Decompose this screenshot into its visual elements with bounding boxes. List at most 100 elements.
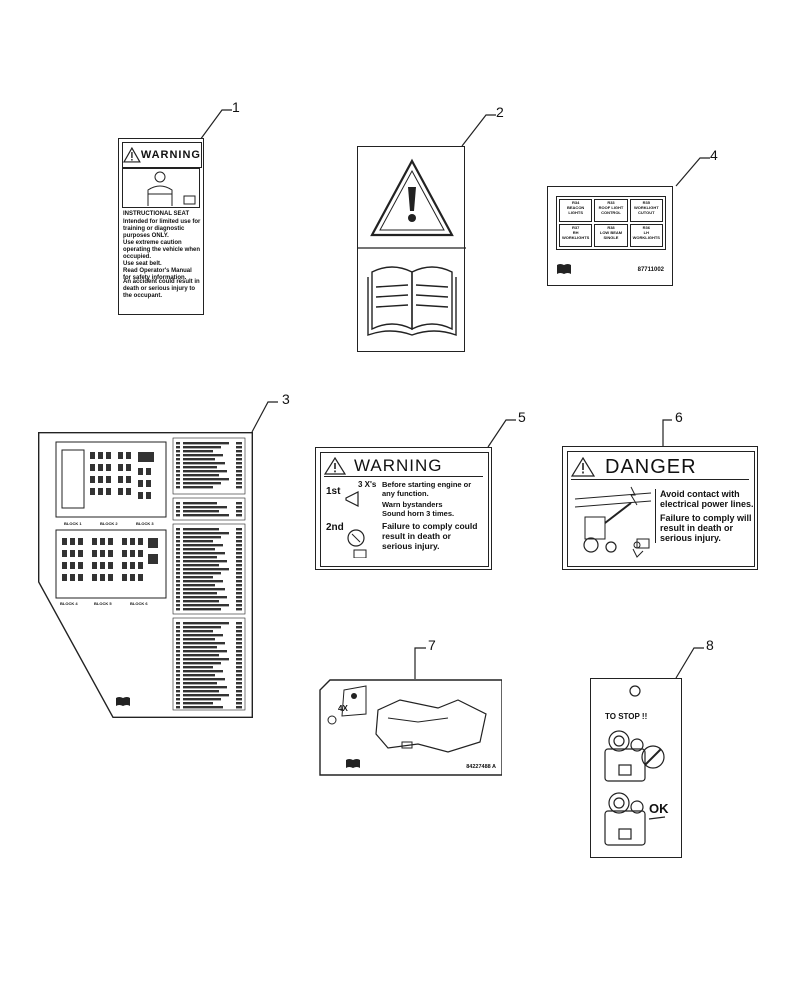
manual-book-icon [557,264,571,274]
horn-times-label: 3 X's [358,480,377,489]
fuse-table-row-mark [183,474,219,477]
danger-header: DANGER [571,455,749,480]
fuse-table-row-mark [183,686,227,689]
relay-id: R36 [642,225,650,230]
fuse-table-row-mark [183,514,229,517]
decal-5-line: Sound horn 3 times. [382,509,455,518]
fuse-table-row-mark [236,510,242,513]
relay-id: R35 [642,200,650,205]
callout-number-6: 6 [675,409,683,425]
fuse-table-row-mark [236,674,242,677]
fuse-table-row-mark [183,702,213,705]
leader-5 [487,419,516,448]
fuse-table-row-mark [236,650,242,653]
decal-1-instructional-seat: WARNING INSTRUCTIONAL SEAT Intended for … [118,138,204,315]
fuse-table-row-mark [176,442,180,445]
fuse-table-row-mark [183,638,215,641]
fuse-table-row-mark [183,560,227,563]
callout-number-3: 3 [282,391,290,407]
fuse-table-row-mark [236,442,242,445]
relay-id: R34 [571,200,580,205]
fuse-table-row-mark [236,580,242,583]
decal-6-header: DANGER [605,455,697,478]
fuse-table-row-mark [176,638,180,641]
fuse-table-row-mark [176,462,180,465]
relay-label: WORKLIGHT CUTOUT [633,205,659,215]
decal-1-bullet: Use seat belt. [123,261,162,267]
power-line-contact-graphic [574,486,652,558]
decal-5-footer: Failure to comply could result in death … [382,521,478,551]
decal-1-bullets: Intended for limited use for training or… [123,219,201,282]
fuse-table-row-mark [236,694,242,697]
fuse-table-row-mark [176,470,180,473]
fuse-table-row-mark [176,568,180,571]
fuse-table-row-mark [183,580,223,583]
decal-1-footer: An accident could result in death or ser… [123,279,200,299]
relay-label: BEACON LIGHTS [566,205,585,215]
fuse-table-row-mark [236,560,242,563]
decal-6-line-2: Failure to comply will result in death o… [660,513,752,543]
fuse-table-row-mark [176,706,180,709]
fuse-table-row-mark [176,532,180,535]
fuse-table-row-mark [176,658,180,661]
fuse-table-row-mark [236,654,242,657]
fuse-table-row-mark [236,608,242,611]
fuse-table-row-mark [183,548,215,551]
fuse-table-row-mark [176,482,180,485]
fuse-table-row-mark [183,604,229,607]
fuse-table-row-mark [176,630,180,633]
fuse-table-row-mark [183,596,227,599]
fuse-table-row-mark [176,552,180,555]
fuse-table-row-mark [183,552,225,555]
decal-6-line-1: Avoid contact with electrical power line… [660,489,754,509]
fuse-table-row-mark [236,702,242,705]
fuse-table-row-mark [176,478,180,481]
fuse-table-row-mark [176,690,180,693]
callout-number-5: 5 [518,409,526,425]
decal-1-bullet: Use extreme caution operating the vehicl… [123,240,201,260]
fuse-table-row-mark [236,658,242,661]
fuse-table-row-mark [176,698,180,701]
fuse-table-row-mark [176,580,180,583]
fuse-table-row-mark [236,588,242,591]
fuse-table-row-mark [236,486,242,489]
decal-2-graphics [358,158,466,336]
fuse-table-row-mark [183,510,219,513]
key-switch-ok-icon [604,792,666,846]
fuse-table-row-mark [176,446,180,449]
fuse-table-row-mark [176,454,180,457]
fuse-table-row-mark [183,458,215,461]
leader-8 [675,647,704,679]
fuse-table-row-mark [183,532,229,535]
fuse-table-row-mark [183,608,221,611]
fuse-table-row-mark [183,540,213,543]
block-label: BLOCK 6 [130,601,148,606]
fuse-table-row-mark [236,626,242,629]
fuse-table-row-mark [183,682,217,685]
fuse-table-row-mark [236,596,242,599]
fuse-table-row-mark [236,478,242,481]
fuse-table-row-mark [236,646,242,649]
fuse-table-row-mark [176,608,180,611]
fuse-table-row-mark [176,674,180,677]
fuse-table-row-mark [176,682,180,685]
fuse-table-row-mark [176,600,180,603]
fuse-table-row-mark [183,572,221,575]
fuse-table-row-mark [236,686,242,689]
fuse-table-row-mark [176,650,180,653]
fuse-table-row-mark [183,666,213,669]
relay-label: ROOF LIGHT CONTROL [598,205,624,215]
decal-1-bullet: Intended for limited use for training or… [123,219,201,239]
mounting-hole-icon [629,685,641,697]
fuse-table-row-mark [183,678,225,681]
warning-header-5: WARNING [324,456,483,477]
horn-icon [345,491,359,507]
fuse-table-row-mark [236,638,242,641]
fuse-table-row-mark [183,694,229,697]
fuse-table-row-mark [183,634,223,637]
step-1-label: 1st [326,486,341,497]
fuse-table-row-mark [176,646,180,649]
